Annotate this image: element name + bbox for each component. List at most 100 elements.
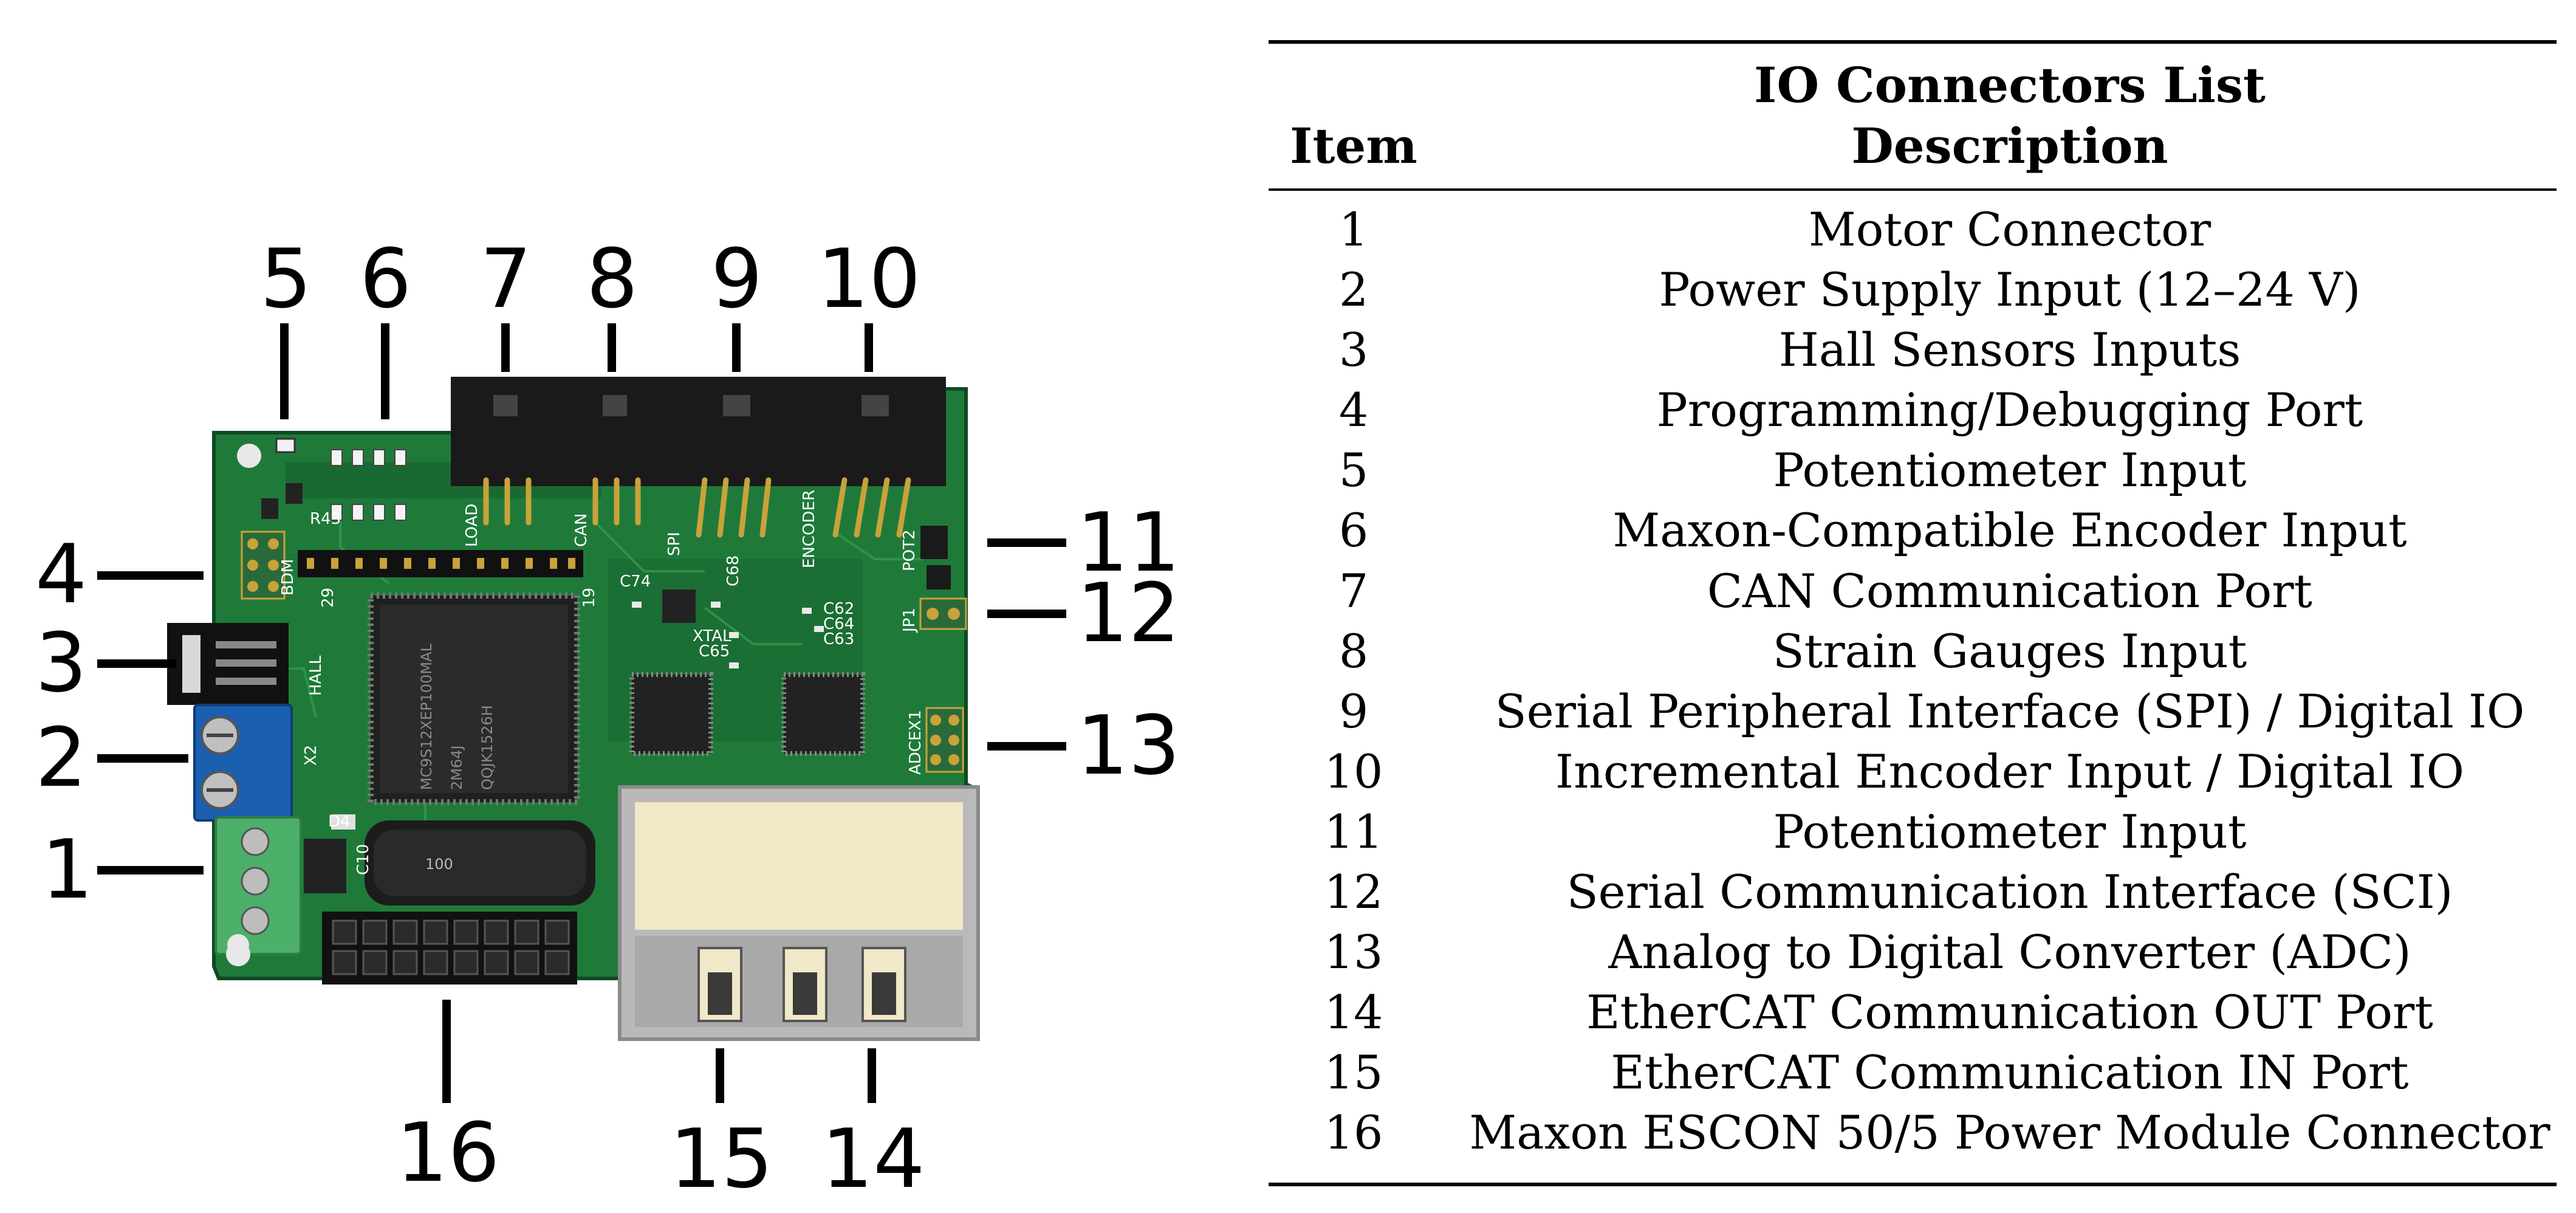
silk-spi: SPI: [665, 532, 683, 556]
silk-pot2: POT2: [900, 529, 919, 571]
table-row: 6 Maxon-Compatible Encoder Input: [1269, 500, 2557, 560]
description-cell: Potentiometer Input: [1773, 443, 2247, 498]
callout-11: 11: [1077, 495, 1180, 590]
description-cell: Potentiometer Input: [1773, 804, 2247, 859]
table-row: 16 Maxon ESCON 50/5 Power Module Connecto…: [1269, 1102, 2557, 1163]
table-row: 15 EtherCAT Communication IN Port: [1269, 1042, 2557, 1102]
item-number-cell: 15: [1324, 1045, 1383, 1100]
description-cell: Serial Peripheral Interface (SPI) / Digi…: [1495, 684, 2525, 738]
mcu-marking-3: QQJK1526H: [479, 705, 496, 790]
table-header-rule: [1269, 188, 2557, 191]
column-header-description: Description: [1851, 117, 2168, 174]
table-row: 4 Programming/Debugging Port: [1269, 380, 2557, 440]
table-top-rule: [1269, 40, 2557, 44]
silk-adcex1: ADCEX1: [906, 710, 925, 775]
silk-jp1: JP1: [900, 608, 919, 633]
callout-9: 9: [711, 232, 763, 326]
callout-leader-lines: [97, 323, 1066, 1103]
item-number-cell: 1: [1338, 202, 1369, 256]
callout-12: 12: [1077, 566, 1180, 661]
item-number-cell: 2: [1338, 263, 1369, 317]
callout-14: 14: [821, 1112, 925, 1206]
silk-r43: R43: [310, 510, 341, 528]
table-row: 2 Power Supply Input (12–24 V): [1269, 259, 2557, 320]
table-row: 10 Incremental Encoder Input / Digital IO: [1269, 741, 2557, 802]
callout-3: 3: [35, 616, 87, 710]
callout-2: 2: [35, 710, 87, 805]
callout-16: 16: [396, 1105, 500, 1200]
silk-hall: HALL: [307, 655, 325, 696]
item-number-cell: 3: [1338, 323, 1369, 377]
silk-encoder: ENCODER: [800, 490, 818, 568]
description-cell: Analog to Digital Converter (ADC): [1608, 925, 2411, 980]
io-connectors-table: IO Connectors List Item Description 1 Mot…: [1269, 40, 2557, 1189]
callout-15: 15: [670, 1112, 773, 1206]
silk-c65: C65: [699, 642, 730, 661]
callout-6: 6: [360, 232, 412, 326]
silk-x2: X2: [302, 745, 320, 766]
table-bottom-rule: [1269, 1183, 2557, 1186]
top-connectors: [451, 377, 946, 486]
item-number-cell: 16: [1324, 1105, 1383, 1160]
callout-4: 4: [35, 527, 87, 622]
silk-c10: C10: [354, 844, 372, 875]
description-cell: Motor Connector: [1808, 202, 2211, 256]
item-number-cell: 4: [1338, 383, 1369, 438]
silk-bdm: BDM: [279, 559, 297, 596]
description-cell: EtherCAT Communication OUT Port: [1586, 985, 2433, 1040]
silk-c64: C64: [823, 615, 854, 633]
description-cell: Strain Gauges Input: [1772, 624, 2247, 678]
table-row: 3 Hall Sensors Inputs: [1269, 320, 2557, 380]
item-number-cell: 7: [1338, 563, 1369, 618]
table-row: 12 Serial Communication Interface (SCI): [1269, 862, 2557, 922]
item-number-cell: 6: [1338, 503, 1369, 558]
table-row: 8 Strain Gauges Input: [1269, 621, 2557, 681]
table-row: 1 Motor Connector: [1269, 199, 2557, 259]
item-number-cell: 11: [1324, 804, 1383, 859]
item-number-cell: 9: [1338, 684, 1369, 738]
table-row: 11 Potentiometer Input: [1269, 802, 2557, 862]
description-cell: Maxon ESCON 50/5 Power Module Connector: [1469, 1105, 2550, 1160]
description-cell: Programming/Debugging Port: [1656, 383, 2363, 438]
item-number-cell: 12: [1324, 865, 1383, 919]
silk-can: CAN: [572, 514, 591, 547]
silk-c68: C68: [724, 555, 742, 586]
silk-load: LOAD: [463, 504, 481, 547]
silk-c74: C74: [620, 572, 651, 591]
mcu-marking-1: MC9S12XEP100MAL: [418, 643, 435, 790]
item-number-cell: 8: [1338, 624, 1369, 678]
callout-10: 10: [817, 232, 921, 326]
column-header-item: Item: [1290, 117, 1417, 174]
callout-13: 13: [1077, 698, 1180, 793]
description-cell: Power Supply Input (12–24 V): [1659, 263, 2361, 317]
description-cell: Hall Sensors Inputs: [1778, 323, 2241, 377]
description-cell: Serial Communication Interface (SCI): [1566, 865, 2453, 919]
description-cell: Maxon-Compatible Encoder Input: [1612, 503, 2407, 558]
item-number-cell: 10: [1324, 744, 1383, 799]
table-row: 13 Analog to Digital Converter (ADC): [1269, 922, 2557, 982]
table-row: 9 Serial Peripheral Interface (SPI) / Dig…: [1269, 681, 2557, 741]
callout-1: 1: [41, 822, 94, 917]
silk-c63: C63: [823, 630, 854, 648]
callout-5: 5: [260, 232, 312, 326]
description-cell: CAN Communication Port: [1707, 563, 2313, 618]
silk-pin29: 29: [319, 588, 337, 608]
table-body: 1 Motor Connector 2 Power Supply Input (12–…: [1269, 199, 2557, 1163]
callout-7: 7: [480, 232, 532, 326]
item-number-cell: 13: [1324, 925, 1383, 980]
silk-xtal: XTAL: [693, 627, 731, 645]
table-row: 14 EtherCAT Communication OUT Port: [1269, 982, 2557, 1042]
mcu-marking-2: 2M64J: [448, 745, 465, 790]
pcb-board-illustration: R43 BDM HALL X2 D4 C10 29 19 LOAD CAN SP…: [97, 323, 1066, 1103]
description-cell: Incremental Encoder Input / Digital IO: [1555, 744, 2464, 799]
description-cell: EtherCAT Communication IN Port: [1611, 1045, 2409, 1100]
pcb-figure: R43 BDM HALL X2 D4 C10 29 19 LOAD CAN SP…: [0, 0, 1239, 1213]
table-title: IO Connectors List: [1754, 57, 2266, 114]
item-number-cell: 14: [1324, 985, 1383, 1040]
table-row: 7 CAN Communication Port: [1269, 561, 2557, 621]
silk-pin19: 19: [580, 588, 598, 608]
silk-c62: C62: [823, 600, 854, 618]
capacitor-marking: 100: [425, 856, 453, 873]
callout-8: 8: [586, 232, 639, 326]
